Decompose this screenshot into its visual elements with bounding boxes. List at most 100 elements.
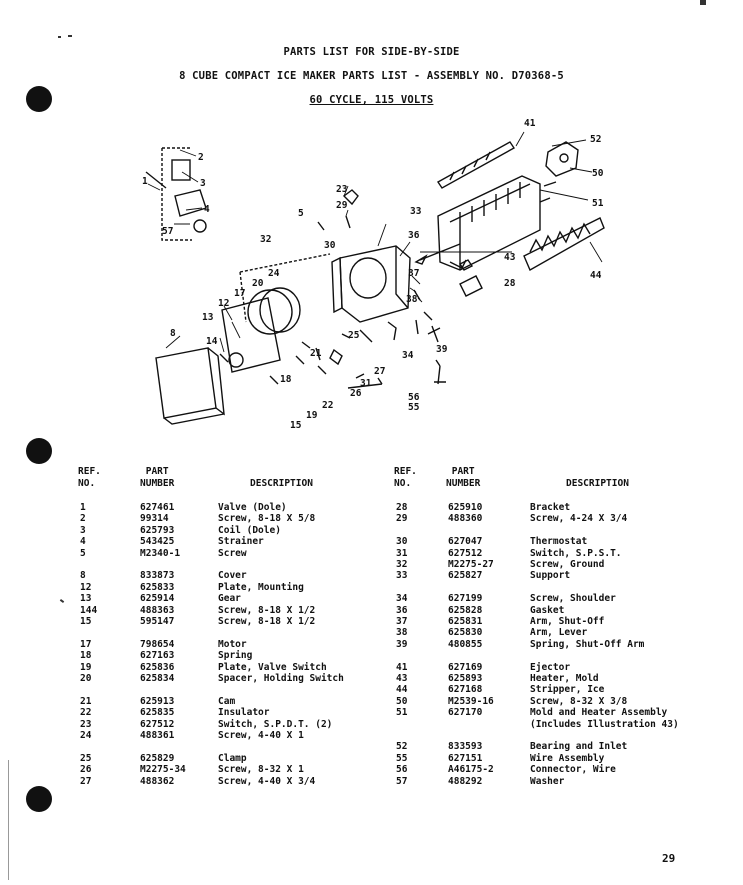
part-ref: 25 <box>80 752 92 764</box>
part-description: Cam <box>218 695 236 707</box>
part-ref: 18 <box>80 650 92 662</box>
part-ref: 33 <box>396 570 408 582</box>
scan-speck <box>700 0 706 5</box>
part-part-number: 488362 <box>140 775 175 787</box>
part-part-number: 625834 <box>140 673 175 684</box>
part-description: Spring, Shut-Off Arm <box>530 638 645 650</box>
callout-label: 50 <box>592 168 604 179</box>
part-ref: 31 <box>396 547 408 559</box>
part-description: Spring <box>218 650 253 662</box>
callout-label: 24 <box>268 268 280 279</box>
part-part-number: 480855 <box>448 638 483 650</box>
part-part-number: 543425 <box>140 536 175 548</box>
callout-label: 23 <box>336 184 348 195</box>
part-part-number: 488361 <box>140 730 175 741</box>
part-part-number: M2275-27 <box>448 559 494 570</box>
part-ref: 51 <box>396 707 408 719</box>
part-part-number: 627047 <box>448 536 483 548</box>
part-ref: 22 <box>80 707 92 719</box>
part-ref: 23 <box>80 718 92 730</box>
part-part-number: 488363 <box>140 604 175 616</box>
callout-label: 34 <box>402 350 414 361</box>
scan-speck <box>58 36 61 38</box>
callout-label: 52 <box>590 134 601 145</box>
part-description: Screw <box>218 547 247 559</box>
part-part-number: 627151 <box>448 752 483 764</box>
part-ref: 38 <box>396 627 408 639</box>
exploded-parts-diagram: 1 2 3 4 57 5 8 12 13 14 15 17 18 19 20 2… <box>142 118 605 431</box>
binder-hole-3 <box>26 786 52 812</box>
callout-label: 1 <box>142 176 148 187</box>
part-ref: 55 <box>396 752 408 764</box>
part-ref: 2 <box>80 513 86 525</box>
part-part-number: 625831 <box>448 616 483 627</box>
part-description: Ejector <box>530 661 571 673</box>
part-description: Screw, 8-32 X 1 <box>218 764 304 776</box>
binder-hole-2 <box>26 438 52 464</box>
callout-label: 57 <box>162 226 173 237</box>
part-ref: 43 <box>396 673 408 684</box>
callout-label: 30 <box>324 240 336 251</box>
part-ref: 37 <box>396 616 408 627</box>
binder-hole-1 <box>26 86 52 112</box>
callout-label: 20 <box>252 278 264 289</box>
callout-label: 28 <box>504 278 516 289</box>
part-ref: 13 <box>80 593 92 605</box>
part-part-number: 627163 <box>140 650 175 662</box>
part-ref: 19 <box>80 661 92 673</box>
part-description: Motor <box>218 638 247 650</box>
callout-label: 37 <box>408 268 419 279</box>
part-description: Switch, S.P.D.T. (2) <box>218 718 333 730</box>
part-description: Connector, Wire <box>530 764 616 776</box>
callout-label: 56 <box>408 392 420 403</box>
part-part-number: 625913 <box>140 695 175 707</box>
part-part-number: 625835 <box>140 707 175 719</box>
part-description: Gear <box>218 593 241 605</box>
part-ref: 4 <box>80 536 86 548</box>
part-description: Valve (Dole) <box>218 502 287 513</box>
callout-label: 12 <box>218 298 229 309</box>
callout-label: 15 <box>290 420 302 431</box>
callout-label: 14 <box>206 336 218 347</box>
column-header-part-number: PART NUMBER <box>140 466 175 489</box>
part-part-number: M2275-34 <box>140 764 186 776</box>
part-part-number: 627461 <box>140 502 175 513</box>
part-part-number: 833873 <box>140 570 175 582</box>
page-edge-line <box>8 760 9 880</box>
callout-label: 43 <box>504 252 516 263</box>
callout-label: 17 <box>234 288 245 299</box>
part-ref: 24 <box>80 730 92 741</box>
part-description: Switch, S.P.S.T. <box>530 547 622 559</box>
part-ref: 44 <box>396 684 408 696</box>
callout-label: 32 <box>260 234 271 245</box>
part-ref: 32 <box>396 559 408 570</box>
part-ref: 5 <box>80 547 86 559</box>
part-description: Thermostat <box>530 536 588 548</box>
column-header-description: DESCRIPTION <box>566 478 629 489</box>
part-description: Plate, Valve Switch <box>218 661 327 673</box>
callout-label: 19 <box>306 410 318 421</box>
callout-label: 55 <box>408 402 420 413</box>
part-description: Screw, 4-24 X 3/4 <box>530 513 628 525</box>
callout-label: 38 <box>406 294 418 305</box>
part-part-number: 627170 <box>448 707 483 719</box>
part-description: Coil (Dole) <box>218 524 281 536</box>
callout-label: 4 <box>204 204 210 215</box>
part-ref: 29 <box>396 513 408 525</box>
part-part-number: 627512 <box>140 718 175 730</box>
callout-label: 25 <box>348 330 360 341</box>
part-description: Spacer, Holding Switch <box>218 673 344 684</box>
callout-label: 8 <box>170 328 176 339</box>
callout-label: 27 <box>374 366 385 377</box>
part-ref: 36 <box>396 604 408 616</box>
part-part-number: 625833 <box>140 581 175 593</box>
part-ref: 3 <box>80 524 86 536</box>
part-ref: 52 <box>396 741 408 753</box>
part-ref: 26 <box>80 764 92 776</box>
column-header-description: DESCRIPTION <box>250 478 313 489</box>
part-part-number: 625914 <box>140 593 175 605</box>
part-ref: 50 <box>396 695 408 707</box>
part-description: Insulator <box>218 707 270 719</box>
part-description: Screw, 4-40 X 1 <box>218 730 304 741</box>
part-part-number: M2539-16 <box>448 695 494 707</box>
